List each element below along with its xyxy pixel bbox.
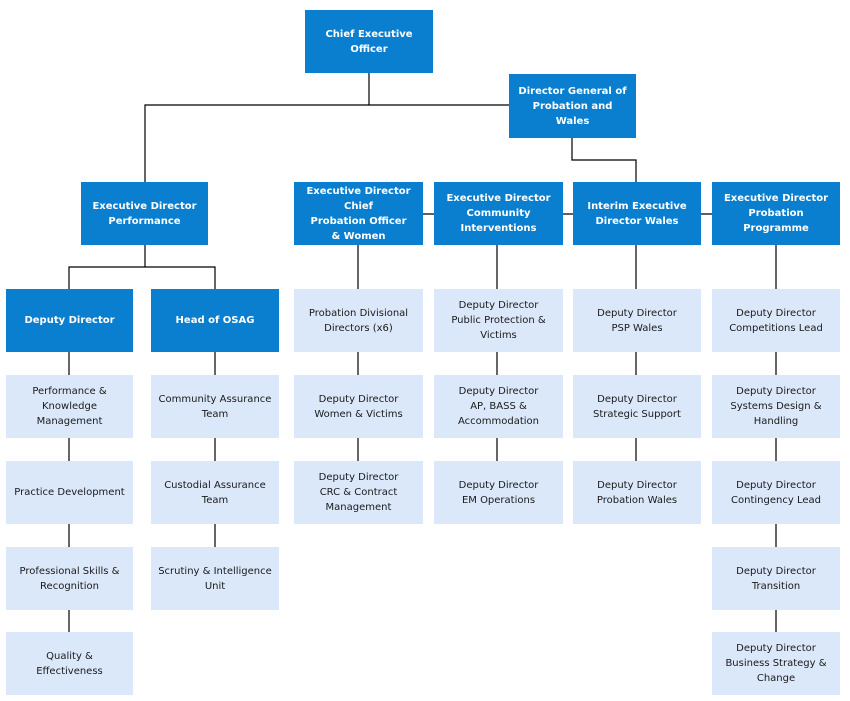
ed-community-interventions-box: Executive Director Community Interventio… [434, 182, 563, 245]
community-item-box: Deputy Director Public Protection & Vict… [434, 289, 563, 352]
cpo-item-box: Deputy Director Women & Victims [294, 375, 423, 438]
deputy-director-box: Deputy Director [6, 289, 133, 352]
programme-item-box: Deputy Director Contingency Lead [712, 461, 840, 524]
programme-item-box: Deputy Director Competitions Lead [712, 289, 840, 352]
ed-chief-probation-officer-box: Executive Director Chief Probation Offic… [294, 182, 423, 245]
ceo-box: Chief Executive Officer [305, 10, 433, 73]
ed-wales-box: Interim Executive Director Wales [573, 182, 701, 245]
community-item-box: Deputy Director AP, BASS & Accommodation [434, 375, 563, 438]
programme-item-box: Deputy Director Business Strategy & Chan… [712, 632, 840, 695]
cpo-item-box: Deputy Director CRC & Contract Managemen… [294, 461, 423, 524]
wales-item-box: Deputy Director Probation Wales [573, 461, 701, 524]
wales-item-box: Deputy Director Strategic Support [573, 375, 701, 438]
perf-item-box: Practice Development [6, 461, 133, 524]
osag-item-box: Scrutiny & Intelligence Unit [151, 547, 279, 610]
programme-item-box: Deputy Director Transition [712, 547, 840, 610]
osag-item-box: Community Assurance Team [151, 375, 279, 438]
perf-item-box: Professional Skills & Recognition [6, 547, 133, 610]
director-general-box: Director General of Probation and Wales [509, 74, 636, 138]
programme-item-box: Deputy Director Systems Design & Handlin… [712, 375, 840, 438]
cpo-item-box: Probation Divisional Directors (x6) [294, 289, 423, 352]
wales-item-box: Deputy Director PSP Wales [573, 289, 701, 352]
head-of-osag-box: Head of OSAG [151, 289, 279, 352]
perf-item-box: Quality & Effectiveness [6, 632, 133, 695]
ed-performance-box: Executive Director Performance [81, 182, 208, 245]
perf-item-box: Performance & Knowledge Management [6, 375, 133, 438]
ed-probation-programme-box: Executive Director Probation Programme [712, 182, 840, 245]
community-item-box: Deputy Director EM Operations [434, 461, 563, 524]
osag-item-box: Custodial Assurance Team [151, 461, 279, 524]
